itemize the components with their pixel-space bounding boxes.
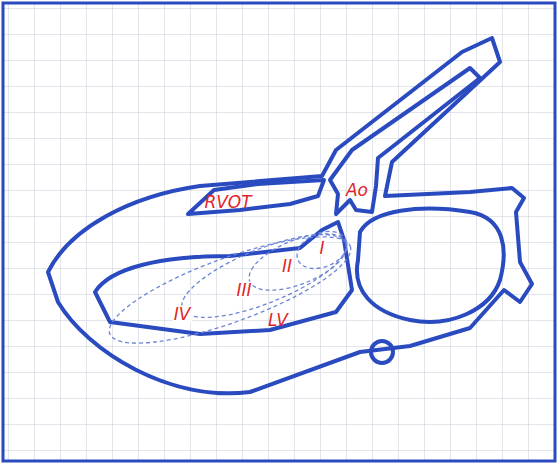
jet-zone-outline xyxy=(172,218,355,334)
heart-outline xyxy=(48,38,532,393)
aorta-lumen xyxy=(330,68,480,214)
left-atrium xyxy=(357,209,504,322)
chamber-label: LV xyxy=(267,312,289,329)
coronary-sinus xyxy=(371,341,393,363)
grade-label: II xyxy=(281,258,293,275)
jet-zone-outline xyxy=(292,224,353,275)
lv-cavity xyxy=(95,222,352,334)
grade-label: I xyxy=(318,240,325,257)
grade-label: III xyxy=(235,282,252,299)
frame xyxy=(3,3,555,461)
jet-zone-outline xyxy=(99,216,361,364)
chamber-label: RVOT xyxy=(203,194,252,211)
grade-label: IV xyxy=(173,306,192,323)
grid-paper xyxy=(4,4,554,460)
rvot-chamber xyxy=(188,180,324,214)
chamber-label: Ao xyxy=(345,182,369,199)
